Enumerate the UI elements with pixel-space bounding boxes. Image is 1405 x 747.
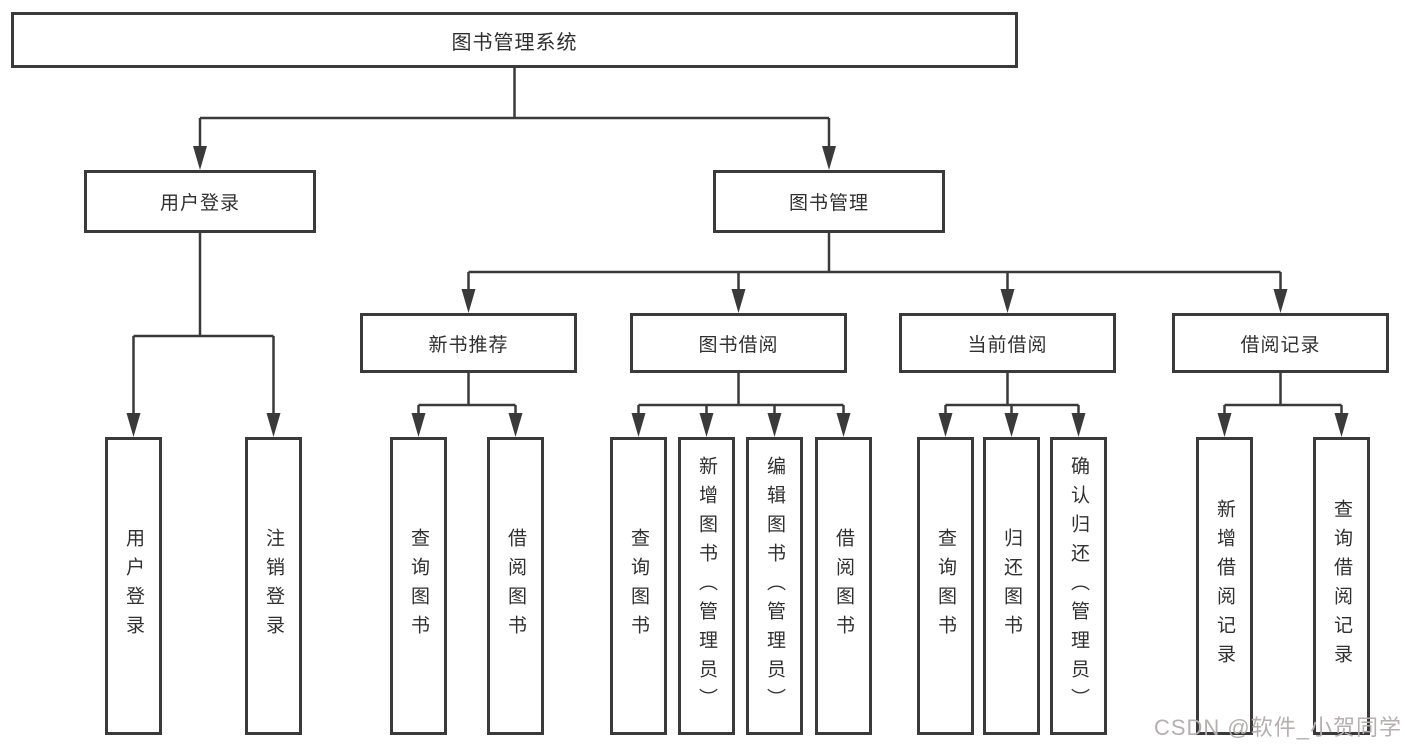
leaf-borrow-books-recommend: 借阅图书 [487,437,544,735]
node-label: 确认归还（管理员） [1068,455,1089,717]
node-current-borrowing: 当前借阅 [899,313,1116,373]
leaf-add-book-admin: 新增图书（管理员） [678,437,735,735]
node-label: 查询图书 [408,528,429,644]
leaf-edit-book-admin: 编辑图书（管理员） [746,437,803,735]
leaf-confirm-return-admin: 确认归还（管理员） [1050,437,1107,735]
node-label: 新书推荐 [428,334,509,356]
node-label: 借阅记录 [1240,334,1321,356]
node-label: 注销登录 [263,528,284,644]
node-label: 用户登录 [123,528,144,644]
node-label: 借阅图书 [505,528,526,644]
node-label: 查询图书 [935,528,956,644]
node-label: 归还图书 [1001,528,1022,644]
node-label: 查询图书 [628,528,649,644]
leaf-borrow-books-borrowing: 借阅图书 [815,437,872,735]
node-label: 图书借阅 [698,334,779,356]
leaf-query-books-current: 查询图书 [917,437,974,735]
csdn-watermark: CSDN @软件_小贺同学 [1153,715,1402,740]
arrowheads [126,146,1349,437]
node-label: 查询借阅记录 [1331,499,1352,673]
leaf-logout: 注销登录 [245,437,302,735]
leaf-return-books: 归还图书 [983,437,1040,735]
node-user-login: 用户登录 [84,170,316,233]
node-label: 图书管理 [788,193,869,214]
leaf-add-borrow-record: 新增借阅记录 [1196,437,1253,735]
node-label: 图书管理系统 [451,31,578,54]
node-label: 新增借阅记录 [1214,499,1235,673]
node-book-borrowing: 图书借阅 [630,313,847,373]
node-borrowing-records: 借阅记录 [1172,313,1389,373]
node-book-management: 图书管理 [713,170,945,233]
node-label: 当前借阅 [967,334,1048,356]
node-new-book-recommend: 新书推荐 [360,313,577,373]
node-label: 编辑图书（管理员） [764,455,785,717]
leaf-query-books-recommend: 查询图书 [390,437,447,735]
node-label: 借阅图书 [833,528,854,644]
leaf-query-books-borrowing: 查询图书 [610,437,667,735]
leaf-query-borrow-record: 查询借阅记录 [1313,437,1370,735]
node-label: 用户登录 [159,193,240,214]
node-label: 新增图书（管理员） [696,455,717,717]
leaf-user-login: 用户登录 [105,437,162,735]
node-library-management-system: 图书管理系统 [11,12,1018,68]
